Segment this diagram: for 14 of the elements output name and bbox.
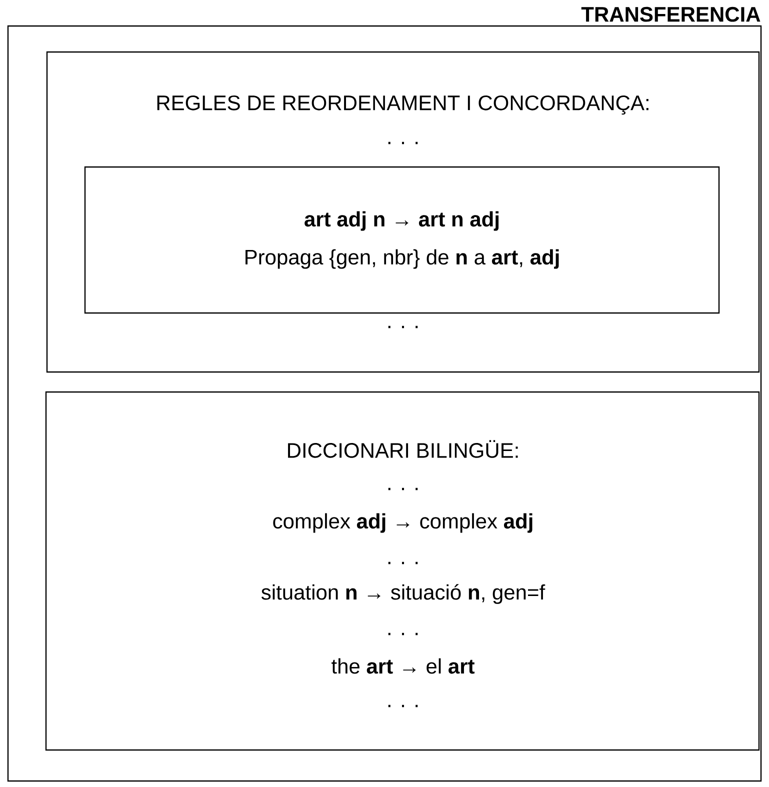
ellipsis: . . . xyxy=(388,142,418,144)
ellipsis: . . . xyxy=(388,704,418,708)
title: TRANSFERENCIA xyxy=(581,6,760,22)
ellipsis: . . . xyxy=(388,632,418,636)
rule-text: complex adj → complex adj xyxy=(273,513,532,533)
rule-text: Propaga {gen, nbr} de n a art, adj xyxy=(246,249,559,269)
section-heading: REGLES DE REORDENAMENT I CONCORDANÇA: xyxy=(157,95,648,115)
rule-text: the art → el art xyxy=(332,658,475,674)
section-heading: DICCIONARI BILINGÜE: xyxy=(288,440,518,458)
rule-text: situation n → situació n, gen=f xyxy=(261,584,546,604)
ellipsis: . . . xyxy=(388,562,418,564)
rule-text: art adj n → art n adj xyxy=(304,211,499,231)
ellipsis: . . . xyxy=(388,326,418,328)
ellipsis: . . . xyxy=(388,488,418,490)
